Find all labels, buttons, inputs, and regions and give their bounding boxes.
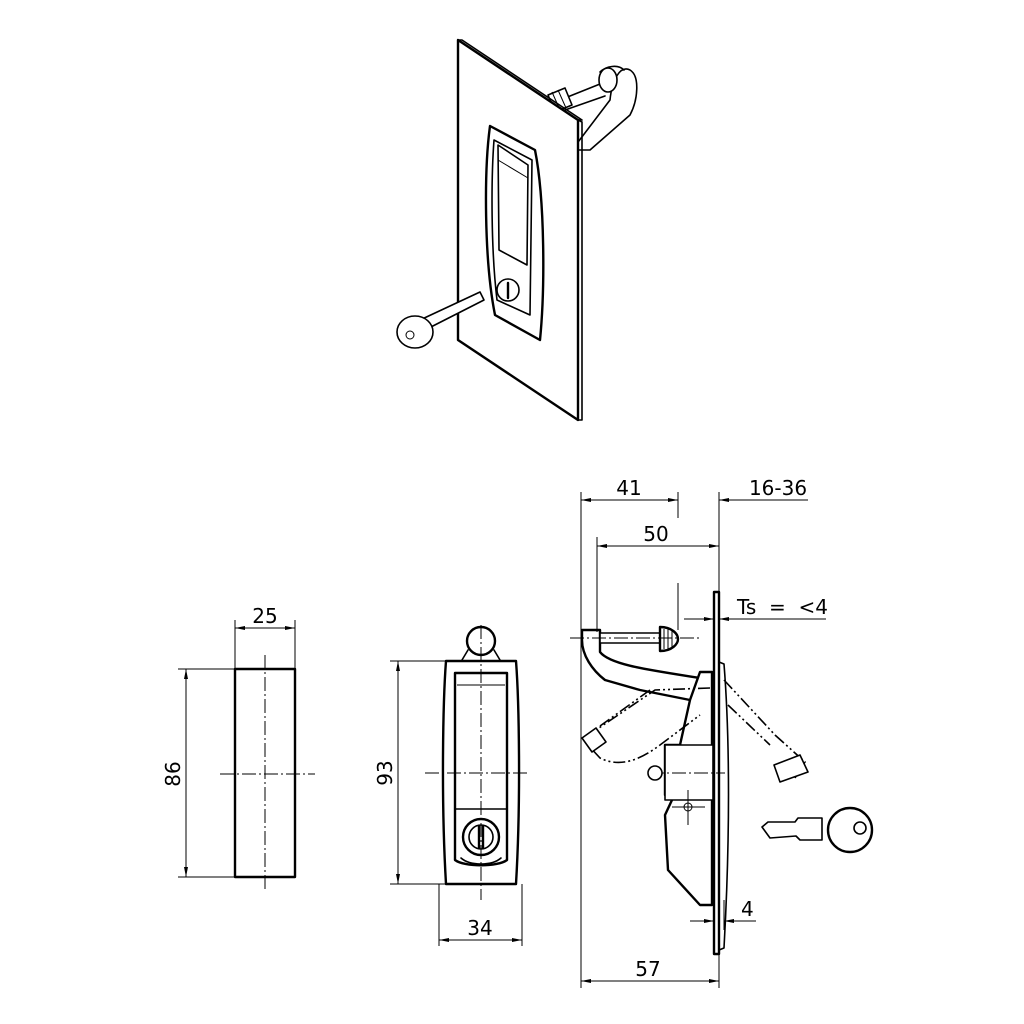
dim-width-25: 25 [252, 604, 277, 628]
section-view: 41 16-36 50 Ts = <4 4 57 [570, 476, 874, 988]
key-section [761, 806, 874, 854]
dim-41: 41 [616, 476, 641, 500]
handle [484, 124, 545, 342]
dim-50: 50 [643, 522, 668, 546]
grip-screw-knob [658, 625, 680, 653]
dim-4: 4 [741, 897, 754, 921]
dim-16-36: 16-36 [749, 476, 807, 500]
key-iso [396, 291, 485, 349]
dim-57: 57 [635, 957, 660, 981]
dim-height-93: 93 [373, 760, 397, 785]
side-view: 25 86 [161, 604, 315, 892]
dim-height-86: 86 [161, 761, 185, 786]
isometric-view [396, 38, 638, 422]
front-view: 93 34 [373, 625, 530, 946]
cam-arm [564, 65, 638, 151]
dim-width-34: 34 [467, 916, 492, 940]
ts-label: Ts = <4 [736, 595, 828, 619]
